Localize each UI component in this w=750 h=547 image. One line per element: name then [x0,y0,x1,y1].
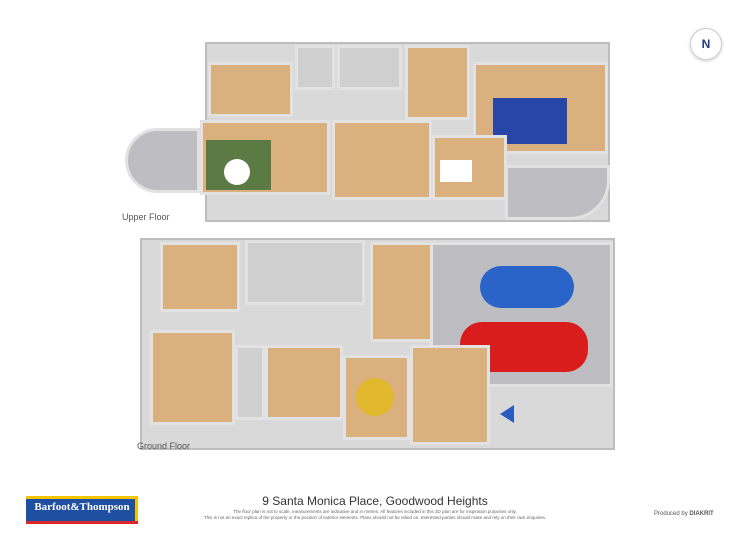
disclaimer-2: This is not an exact replica of the prop… [203,515,547,520]
kitchen [332,120,432,200]
entry-arrow-icon [500,405,514,423]
upper-floor-label: Upper Floor [122,212,170,222]
master-bedroom [265,345,343,420]
brand-logo: Barfoot&Thompson [26,496,138,524]
blue-car [480,266,574,308]
bathroom-ground [245,240,365,305]
wardrobe [295,45,335,90]
producer-name: DIAKRIT [689,511,714,517]
ground-floor-label: Ground Floor [137,441,191,451]
bedroom-2 [150,330,235,425]
bedroom-1 [160,242,240,312]
brand-logo-text: Barfoot&Thompson [34,501,130,513]
round-table [224,159,250,185]
bathroom [337,45,402,90]
stairs [370,242,435,342]
address-title: 9 Santa Monica Place, Goodwood Heights [262,494,488,508]
compass-label: N [701,37,711,51]
balcony-left [125,128,200,193]
disclaimer-1: The floor plan is not to scale, measurem… [233,509,517,514]
yellow-rug [356,378,394,416]
entry-hall [410,345,490,445]
balcony-right [505,165,610,220]
produced-by-label: Produced by [654,511,688,517]
wardrobe-ground [235,345,265,420]
bedroom [208,62,293,117]
hallway [405,45,470,120]
dining-table [440,160,472,182]
producer-credit: Produced by DIAKRIT [654,511,714,517]
compass: N [690,28,722,60]
